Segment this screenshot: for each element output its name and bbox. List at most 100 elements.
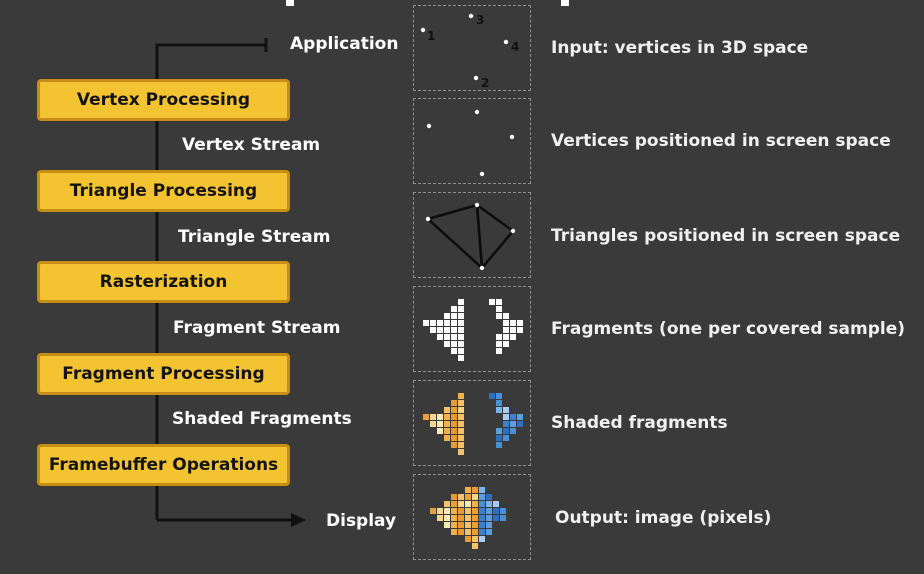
output-pixel — [486, 522, 492, 528]
output-pixel — [444, 522, 450, 528]
shaded-fragment-cell — [437, 421, 443, 427]
fragment-cell — [496, 341, 502, 347]
fragment-cell — [451, 306, 457, 312]
output-pixel — [458, 522, 464, 528]
output-pixel — [472, 522, 478, 528]
output-pixel — [479, 508, 485, 514]
fragment-cell — [503, 327, 509, 333]
shaded-fragment-cell — [503, 435, 509, 441]
fragment-cell — [503, 320, 509, 326]
shaded-fragment-cell — [458, 435, 464, 441]
fragment-cell — [451, 313, 457, 319]
fragment-cell — [496, 334, 502, 340]
shaded-fragment-cell — [458, 421, 464, 427]
shaded-fragment-cell — [458, 407, 464, 413]
fragment-cell — [423, 320, 429, 326]
fragment-cell — [430, 320, 436, 326]
shaded-fragment-cell — [503, 414, 509, 420]
fragment-cell — [444, 341, 450, 347]
fragment-cell — [458, 320, 464, 326]
desc-shaded: Shaded fragments — [551, 413, 728, 433]
fragment-cell — [444, 320, 450, 326]
fragment-cell — [437, 320, 443, 326]
shaded-fragment-cell — [510, 414, 516, 420]
panel-output-image — [413, 474, 531, 560]
output-pixel — [465, 536, 471, 542]
fragment-cell — [503, 341, 509, 347]
shaded-fragment-cell — [517, 414, 523, 420]
output-pixel — [479, 515, 485, 521]
label-fragment-stream: Fragment Stream — [173, 318, 341, 338]
output-pixel — [472, 529, 478, 535]
fragment-cell — [503, 313, 509, 319]
vertex-point-1 — [420, 27, 426, 33]
fragment-cell — [510, 334, 516, 340]
title-fragment-right — [561, 0, 569, 6]
output-pixel — [479, 494, 485, 500]
output-pixel — [451, 522, 457, 528]
fragment-cell — [458, 313, 464, 319]
output-pixel — [486, 515, 492, 521]
label-display: Display — [326, 511, 397, 531]
shaded-fragment-cell — [458, 442, 464, 448]
desc-output: Output: image (pixels) — [555, 508, 772, 528]
fragment-cell — [444, 327, 450, 333]
fragment-cell — [517, 327, 523, 333]
shaded-fragment-cell — [458, 400, 464, 406]
output-pixel — [437, 515, 443, 521]
stage-triangle-processing: Triangle Processing — [37, 170, 290, 212]
output-pixel — [479, 529, 485, 535]
shaded-fragment-cell — [489, 393, 495, 399]
shaded-fragment-cell — [503, 407, 509, 413]
output-pixel — [472, 487, 478, 493]
output-pixel — [465, 494, 471, 500]
shaded-fragment-cell — [437, 428, 443, 434]
output-pixel — [472, 536, 478, 542]
output-pixel — [479, 536, 485, 542]
output-pixel — [451, 515, 457, 521]
shaded-fragment-cell — [458, 393, 464, 399]
shaded-fragment-cell — [510, 428, 516, 434]
shaded-fragment-cell — [458, 449, 464, 455]
shaded-fragment-cell — [423, 414, 429, 420]
fragment-cell — [458, 334, 464, 340]
output-pixel — [458, 515, 464, 521]
shaded-fragment-cell — [451, 435, 457, 441]
shaded-fragment-cell — [496, 442, 502, 448]
fragment-cell — [451, 327, 457, 333]
output-pixel — [465, 515, 471, 521]
output-pixel — [458, 501, 464, 507]
output-pixel — [444, 508, 450, 514]
fragment-cell — [444, 334, 450, 340]
screen-vertex-b — [474, 109, 480, 115]
vertex-label-3: 3 — [476, 13, 484, 27]
output-pixel — [451, 494, 457, 500]
fragment-cell — [451, 348, 457, 354]
shaded-fragment-cell — [444, 407, 450, 413]
panel-shaded-fragments — [413, 380, 531, 466]
desc-vertices: Vertices positioned in screen space — [551, 131, 891, 151]
stage-vertex-processing: Vertex Processing — [37, 79, 290, 121]
shaded-fragment-cell — [510, 421, 516, 427]
output-pixel — [500, 515, 506, 521]
desc-input: Input: vertices in 3D space — [551, 38, 809, 58]
output-pixel — [486, 508, 492, 514]
vertex-point-2 — [473, 75, 479, 81]
output-pixel — [479, 522, 485, 528]
output-pixel — [500, 508, 506, 514]
output-pixel — [472, 543, 478, 549]
shaded-fragment-cell — [444, 435, 450, 441]
shaded-fragment-cell — [451, 414, 457, 420]
shaded-fragment-cell — [496, 400, 502, 406]
fragment-cell — [430, 327, 436, 333]
output-pixel — [493, 515, 499, 521]
output-pixel — [451, 508, 457, 514]
shaded-fragment-cell — [496, 435, 502, 441]
label-triangle-stream: Triangle Stream — [178, 227, 331, 247]
shaded-fragment-cell — [503, 428, 509, 434]
screen-vertex-d — [479, 171, 485, 177]
vertex-point-4 — [503, 39, 509, 45]
shaded-fragment-cell — [517, 421, 523, 427]
fragment-cell — [437, 334, 443, 340]
output-pixel — [486, 494, 492, 500]
